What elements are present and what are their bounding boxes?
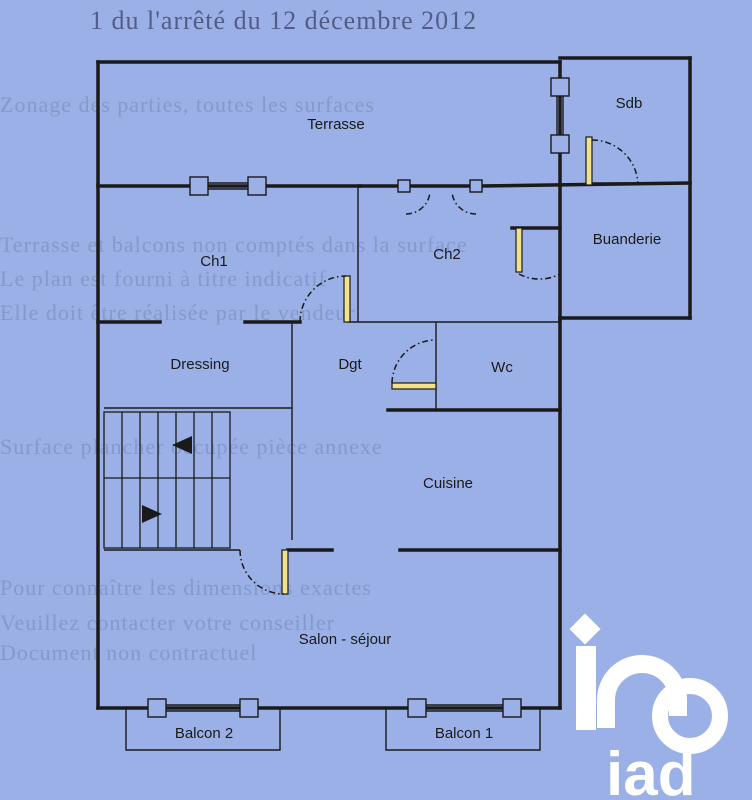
interior-walls — [96, 60, 692, 552]
stair-arrow-right-icon — [142, 505, 162, 523]
room-label-sdb: Sdb — [616, 95, 643, 112]
outer-walls — [96, 56, 692, 710]
background-line: Document non contractuel — [0, 640, 258, 665]
room-label-buanderie: Buanderie — [593, 231, 661, 248]
windows — [147, 77, 570, 718]
room-label-ch1: Ch1 — [200, 253, 228, 270]
room-label-terrasse: Terrasse — [307, 116, 365, 133]
room-label-ch2: Ch2 — [433, 246, 461, 263]
room-label-cuisine: Cuisine — [423, 475, 473, 492]
doors — [239, 136, 639, 595]
room-label-salon: Salon - séjour — [299, 631, 392, 648]
logo-text: iad — [606, 740, 696, 800]
room-label-dgt: Dgt — [338, 356, 362, 373]
background-line: Terrasse et balcons non comptés dans la … — [0, 232, 468, 257]
iad-logo: iad — [569, 613, 729, 800]
room-label-dressing: Dressing — [170, 356, 229, 373]
background-line: Le plan est fourni à titre indicatif — [0, 266, 327, 291]
room-labels: Terrasse Sdb Ch1 Ch2 Buanderie Dressing … — [170, 95, 661, 742]
stair-arrow-left-icon — [172, 436, 192, 454]
background-line: Pour connaître les dimensions exactes — [0, 575, 372, 600]
room-label-balcon1: Balcon 1 — [435, 725, 493, 742]
room-label-balcon2: Balcon 2 — [175, 725, 233, 742]
header-fragment: 1 du l'arrêté du 12 décembre 2012 — [90, 6, 478, 35]
background-line: Zonage des parties, toutes les surfaces — [0, 92, 375, 117]
room-label-wc: Wc — [491, 359, 513, 376]
balconies — [125, 708, 541, 751]
background-line: Veuillez contacter votre conseiller — [0, 610, 335, 635]
staircase — [103, 411, 231, 549]
